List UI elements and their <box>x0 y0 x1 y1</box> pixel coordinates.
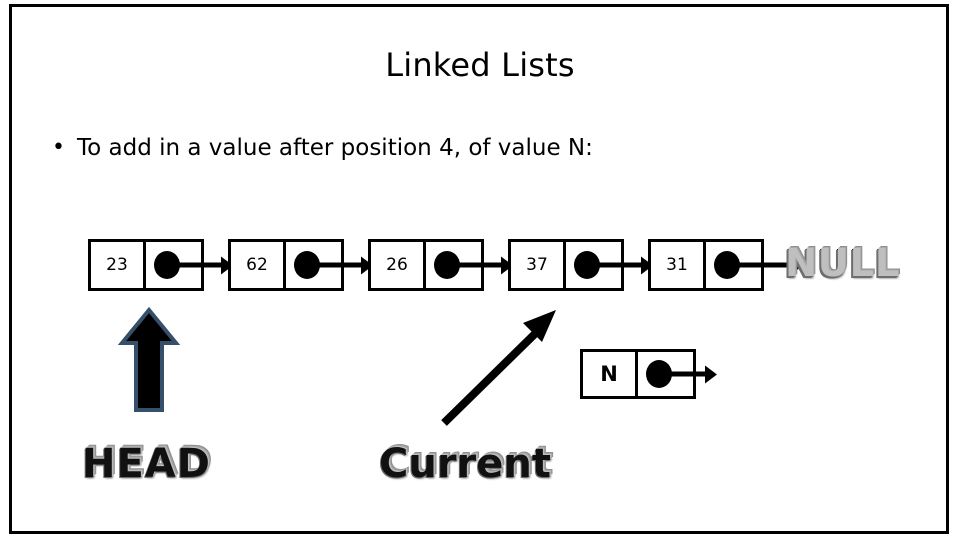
current-diagonal-arrow-icon <box>441 310 556 426</box>
pointer-arrow-icon <box>594 262 644 268</box>
node-pointer-cell <box>706 242 794 288</box>
list-node: 23 <box>88 239 224 291</box>
page-title: Linked Lists <box>385 46 575 84</box>
pointer-arrow-icon <box>314 262 364 268</box>
node-pointer-cell <box>286 242 364 288</box>
null-terminator-label: NULL <box>784 242 900 286</box>
head-label: HEAD <box>82 441 211 487</box>
node-value: N <box>583 352 638 396</box>
pointer-arrow-icon <box>734 262 794 268</box>
bullet-item: • To add in a value after position 4, of… <box>52 133 912 163</box>
node-value: 37 <box>511 242 566 288</box>
node-pointer-cell <box>566 242 644 288</box>
node-pointer-cell <box>638 352 708 396</box>
node-value: 23 <box>91 242 146 288</box>
node-value: 31 <box>651 242 706 288</box>
node-value: 62 <box>231 242 286 288</box>
list-node: 26 <box>368 239 504 291</box>
node-value: 26 <box>371 242 426 288</box>
node-pointer-cell <box>426 242 504 288</box>
new-node-n: N <box>580 349 708 399</box>
pointer-arrow-icon <box>174 262 224 268</box>
head-block-arrow-icon <box>118 307 180 412</box>
list-node: 37 <box>508 239 644 291</box>
pointer-arrow-icon <box>666 371 708 377</box>
node-pointer-cell <box>146 242 224 288</box>
bullet-text: To add in a value after position 4, of v… <box>76 135 593 161</box>
pointer-arrow-icon <box>454 262 504 268</box>
list-node: 31 <box>648 239 794 291</box>
current-label: Current <box>379 441 552 487</box>
bullet-marker: • <box>52 135 65 160</box>
list-node: 62 <box>228 239 364 291</box>
